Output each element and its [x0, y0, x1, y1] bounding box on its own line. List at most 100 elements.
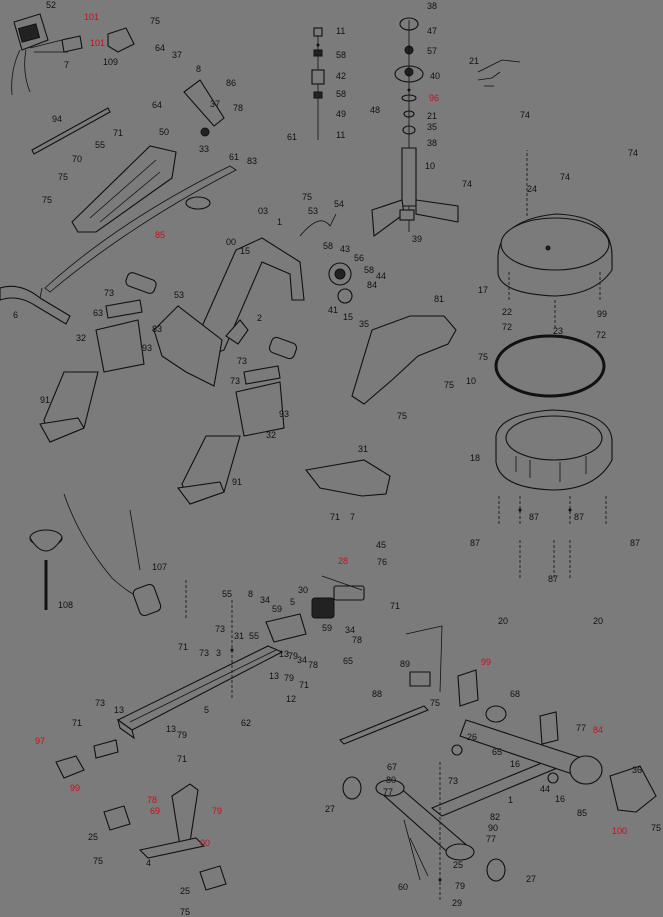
callout: 36 — [632, 765, 642, 775]
callout: 21 — [469, 56, 479, 66]
callout: 65 — [343, 656, 353, 666]
callout: 56 — [354, 253, 364, 263]
callout: 60 — [398, 882, 408, 892]
callout: 2 — [257, 313, 262, 323]
callout: 29 — [452, 898, 462, 908]
callout: 79 — [177, 730, 187, 740]
callout: 84 — [593, 725, 603, 735]
callout: 45 — [376, 540, 386, 550]
callout: 7 — [350, 512, 355, 522]
callout: 13 — [279, 649, 289, 659]
callout: 75 — [302, 192, 312, 202]
callout: 75 — [150, 16, 160, 26]
callout: 91 — [40, 395, 50, 405]
callout: 75 — [397, 411, 407, 421]
bracket62-part — [93, 739, 119, 759]
callout: 8 — [196, 64, 201, 74]
callout: 00 — [200, 838, 210, 848]
callout: 5 — [204, 705, 209, 715]
callout: 57 — [427, 46, 437, 56]
callout: 39 — [412, 234, 422, 244]
callout: 24 — [527, 184, 537, 194]
paddle-part — [29, 529, 63, 610]
callout: 4 — [146, 858, 151, 868]
callout: 33 — [199, 144, 209, 154]
callout: 30 — [298, 585, 308, 595]
callout: 101 — [90, 38, 105, 48]
knob-part — [200, 127, 210, 137]
callout: 21 — [427, 111, 437, 121]
cable-part — [63, 493, 139, 597]
leader-dots — [230, 43, 572, 882]
callout: 82 — [490, 812, 500, 822]
callout: 10 — [425, 161, 435, 171]
callout: 80 — [386, 775, 396, 785]
callout: 1 — [508, 795, 513, 805]
callout: 73 — [95, 698, 105, 708]
callout: 25 — [453, 860, 463, 870]
resistance-part — [311, 597, 335, 619]
rear-foot-part — [55, 755, 85, 779]
callout: 75 — [430, 698, 440, 708]
callout: 31 — [234, 631, 244, 641]
callout: 58 — [336, 50, 346, 60]
callout: 78 — [352, 635, 362, 645]
rod-part — [31, 107, 111, 155]
callout: 78 — [147, 795, 157, 805]
callout: 73 — [104, 288, 114, 298]
callout: 47 — [427, 26, 437, 36]
callout: 79 — [284, 673, 294, 683]
callout: 68 — [510, 689, 520, 699]
lever-part — [183, 79, 225, 127]
spring-part — [477, 59, 521, 87]
callout: 107 — [152, 562, 167, 572]
callout: 79 — [212, 806, 222, 816]
callout: 38 — [427, 138, 437, 148]
callout: 44 — [540, 784, 550, 794]
callout: 1 — [277, 217, 282, 227]
callout: 52 — [46, 0, 56, 10]
callout: 87 — [529, 512, 539, 522]
callout: 26 — [467, 732, 477, 742]
callout: 75 — [478, 352, 488, 362]
roller-part — [125, 272, 157, 294]
callout: 77 — [383, 787, 393, 797]
callout: 49 — [336, 109, 346, 119]
callout: 79 — [455, 881, 465, 891]
callout: 44 — [376, 271, 386, 281]
callout: 7 — [64, 60, 69, 70]
callout: 75 — [651, 823, 661, 833]
callout: 8 — [248, 589, 253, 599]
callout: 32 — [266, 430, 276, 440]
callout: 74 — [520, 110, 530, 120]
callout: 78 — [308, 660, 318, 670]
ring-part — [494, 334, 606, 398]
callout: 54 — [334, 199, 344, 209]
callout: 12 — [286, 694, 296, 704]
callout: 78 — [233, 103, 243, 113]
fan-cover-part — [497, 213, 613, 297]
callout: 41 — [328, 305, 338, 315]
callout: 71 — [330, 512, 340, 522]
callout: 58 — [364, 265, 374, 275]
callout: 71 — [113, 128, 123, 138]
bracket-plate-part — [61, 35, 83, 53]
callout: 73 — [230, 376, 240, 386]
callout: 55 — [95, 140, 105, 150]
callout: 96 — [429, 93, 439, 103]
callout: 10 — [466, 376, 476, 386]
callout: 65 — [492, 747, 502, 757]
callout: 28 — [338, 556, 348, 566]
callout: 27 — [325, 804, 335, 814]
callout: 77 — [486, 834, 496, 844]
belt-part — [44, 165, 237, 293]
seat-part — [305, 459, 391, 497]
callout: 32 — [76, 333, 86, 343]
callout: 93 — [142, 343, 152, 353]
callout: 5 — [290, 597, 295, 607]
callout: 83 — [152, 324, 162, 334]
callout: 73 — [215, 624, 225, 634]
clip-part — [333, 585, 365, 601]
callout: 20 — [498, 616, 508, 626]
callout: 81 — [434, 294, 444, 304]
